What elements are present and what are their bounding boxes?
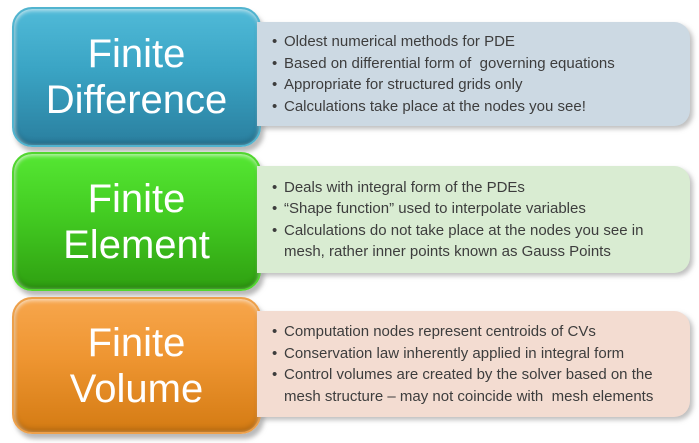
- finite-volume-box: Finite Volume: [12, 297, 261, 434]
- bullet-item: Computation nodes represent centroids of…: [271, 321, 670, 343]
- bullet-text: Based on differential form of governing …: [284, 54, 615, 72]
- finite-difference-box: Finite Difference: [12, 7, 261, 147]
- bullet-text: Calculations do not take place at the no…: [284, 221, 648, 261]
- bullet-item: Oldest numerical methods for PDE: [271, 31, 670, 53]
- bullet-list: Deals with integral form of the PDEs “Sh…: [271, 177, 670, 263]
- finite-element-panel: Deals with integral form of the PDEs “Sh…: [257, 166, 690, 273]
- bullet-item: “Shape function” used to interpolate var…: [271, 198, 670, 220]
- bullet-text: Appropriate for structured grids only: [284, 76, 523, 93]
- bullet-list: Oldest numerical methods for PDE Based o…: [271, 31, 670, 117]
- bullet-item: Deals with integral form of the PDEs: [271, 177, 670, 199]
- bullet-text: Calculations take place at the nodes you…: [284, 97, 586, 115]
- bullet-text: “Shape function” used to interpolate var…: [284, 200, 586, 217]
- bullet-text: Computation nodes represent centroids of…: [284, 323, 596, 340]
- bullet-list: Computation nodes represent centroids of…: [271, 321, 670, 407]
- bullet-item: Calculations take place at the nodes you…: [271, 96, 670, 118]
- bullet-text: Deals with integral form of the PDEs: [284, 178, 525, 196]
- bullet-text: Conservation law inherently applied in i…: [284, 344, 625, 362]
- finite-element-box: Finite Element: [12, 152, 261, 291]
- bullet-item: Control volumes are created by the solve…: [271, 364, 670, 407]
- bullet-item: Calculations do not take place at the no…: [271, 220, 670, 263]
- bullet-text: Control volumes are created by the solve…: [284, 366, 657, 405]
- bullet-item: Based on differential form of governing …: [271, 53, 670, 75]
- bullet-item: Conservation law inherently applied in i…: [271, 343, 670, 365]
- finite-difference-panel: Oldest numerical methods for PDE Based o…: [257, 22, 690, 126]
- finite-volume-panel: Computation nodes represent centroids of…: [257, 311, 690, 417]
- bullet-item: Appropriate for structured grids only: [271, 74, 670, 96]
- bullet-text: Oldest numerical methods for PDE: [284, 33, 515, 50]
